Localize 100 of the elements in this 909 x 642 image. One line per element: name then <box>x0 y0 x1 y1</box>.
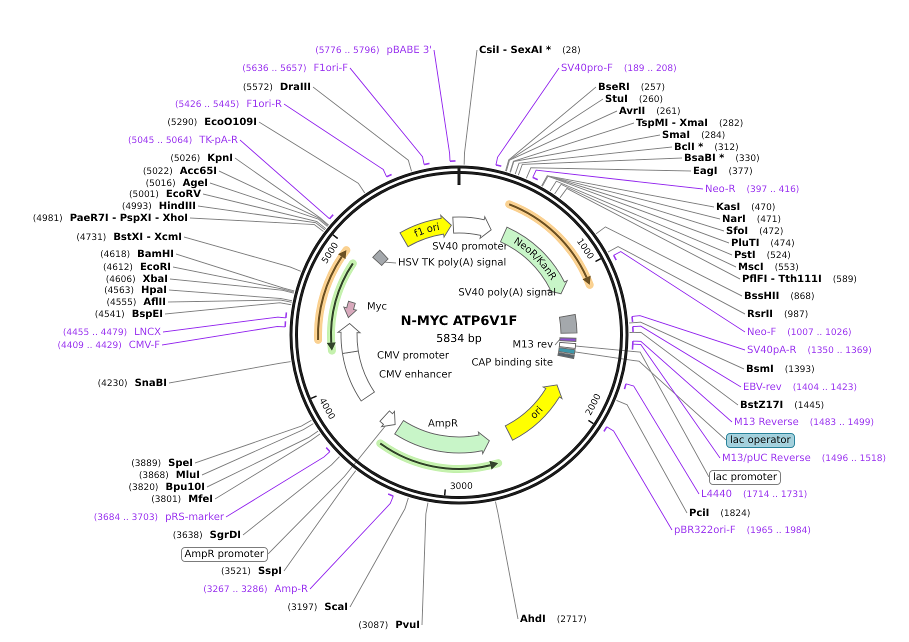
enzyme-name: SmaI <box>662 130 690 142</box>
primer-site-range: (1350 .. 1369) <box>807 344 872 357</box>
feature-tag: lac operator <box>726 432 795 448</box>
cut-site-position: (4606) <box>106 274 136 286</box>
leader-line <box>214 433 321 500</box>
enzyme-name: BstZ17I <box>740 400 784 412</box>
primer-site-range: (3267 .. 3286) <box>203 584 268 596</box>
leader-line <box>284 104 392 178</box>
cut-site-position: (3801) <box>151 494 182 506</box>
tick-label: 2000 <box>584 392 604 418</box>
feature-label: HSV TK poly(A) signal <box>398 258 506 268</box>
primer-name: M13/pUC Reverse <box>722 452 811 465</box>
cut-site-position: (471) <box>756 214 781 226</box>
leader-line <box>494 501 518 620</box>
enzyme-name: SgrDI <box>210 530 241 542</box>
primer-name: Amp-R <box>274 584 308 596</box>
enzyme-name: PaeR7I - PspXI - XhoI <box>70 212 188 225</box>
enzyme-name: PvuI <box>395 620 420 632</box>
leader-line <box>554 184 736 268</box>
enzyme-name: DraIII <box>280 82 311 94</box>
tick-label: 3000 <box>450 482 473 492</box>
leader-line <box>350 68 430 166</box>
leader-line <box>198 206 326 230</box>
leader-line <box>624 383 700 494</box>
enzyme-name: NarI <box>722 214 746 226</box>
cut-site-position: (4612) <box>103 262 133 274</box>
feature-label: CMV promoter <box>377 350 450 362</box>
cut-site-position: (3868) <box>138 470 169 482</box>
enzyme-name: TspMI - XmaI <box>636 118 708 130</box>
enzyme-name: HindIII <box>158 200 196 213</box>
enzyme-name: PstI <box>734 250 756 262</box>
cut-site-position: (4618) <box>100 248 130 261</box>
cut-site-position: (3889) <box>131 458 162 470</box>
primer-name: F1ori-F <box>314 62 348 75</box>
cut-site-position: (1824) <box>720 508 750 520</box>
cut-site-position: (4981) <box>32 212 63 225</box>
leader-line <box>616 400 688 514</box>
primer-site-range: (1714 .. 1731) <box>743 488 808 501</box>
enzyme-name: BstXI - XcmI <box>113 232 182 244</box>
enzyme-name: PluTI <box>731 238 760 250</box>
primer-site-range: (3684 .. 3703) <box>94 512 158 524</box>
cut-site-position: (5290) <box>167 116 198 129</box>
enzyme-name: EcoRV <box>166 188 201 201</box>
tick-label: 4000 <box>316 396 336 422</box>
primer-site-range: (189 .. 208) <box>624 62 677 75</box>
feature-band <box>379 410 396 428</box>
leader-line <box>542 176 730 244</box>
enzyme-name: PciI <box>689 508 710 520</box>
cut-site-position: (261) <box>656 106 680 118</box>
primer-name: SV40pro-F <box>561 62 613 75</box>
feature-label: f1 ori <box>412 221 440 240</box>
primer-site-range: (5426 .. 5445) <box>175 98 240 111</box>
primer-site-range: (4409 .. 4429) <box>57 340 122 352</box>
enzyme-name: SspI <box>258 566 282 578</box>
leader-line <box>168 290 292 302</box>
leader-line <box>612 251 746 332</box>
leader-line <box>510 122 634 173</box>
primer-name: F1ori-R <box>246 98 282 111</box>
leader-line <box>202 423 314 476</box>
leader-line <box>190 218 324 232</box>
feature-label: M13 rev <box>512 340 553 350</box>
leader-line <box>596 226 742 296</box>
leader-line <box>603 426 672 530</box>
enzyme-name: AvrII <box>619 106 646 118</box>
leader-line <box>542 175 724 232</box>
cut-site-position: (868) <box>790 290 815 303</box>
enzyme-name: MscI <box>738 262 764 274</box>
plasmid-name: N-MYC ATP6V1F <box>400 314 518 330</box>
leader-line <box>422 502 428 626</box>
leader-line <box>608 246 746 314</box>
enzyme-name: PflFI - Tth111I <box>742 274 822 286</box>
leader-line <box>218 170 329 226</box>
primer-site-range: (1496 .. 1518) <box>822 452 886 465</box>
orf-indicator <box>376 439 502 473</box>
enzyme-name: Bpu10I <box>165 482 205 494</box>
enzyme-name: SpeI <box>168 458 193 470</box>
cut-site-position: (3820) <box>128 482 158 494</box>
leader-line <box>168 361 292 384</box>
leader-line <box>541 175 720 220</box>
primer-name: Neo-R <box>705 184 736 196</box>
leader-line <box>554 338 560 346</box>
enzyme-name: AgeI <box>182 178 208 189</box>
cut-site-position: (589) <box>832 274 857 286</box>
cut-site-position: (5026) <box>170 152 200 165</box>
enzyme-name: EagI <box>693 166 718 178</box>
leader-line <box>560 188 740 280</box>
leader-line <box>184 236 302 272</box>
feature-label: CAP binding site <box>471 358 553 368</box>
primer-name: L4440 <box>701 488 732 501</box>
cut-site-position: (4555) <box>106 296 136 309</box>
leader-line <box>628 322 744 370</box>
cut-site-position: (5022) <box>142 166 173 178</box>
enzyme-name: HpaI <box>141 284 167 297</box>
leader-line <box>632 340 732 422</box>
leader-line <box>194 420 312 464</box>
primer-name: TK-pA-R <box>199 134 238 147</box>
leader-line <box>505 86 596 172</box>
feature-label: SV40 poly(A) signal <box>458 288 556 298</box>
enzyme-name: XbaI <box>142 274 168 286</box>
leader-line <box>384 262 396 264</box>
